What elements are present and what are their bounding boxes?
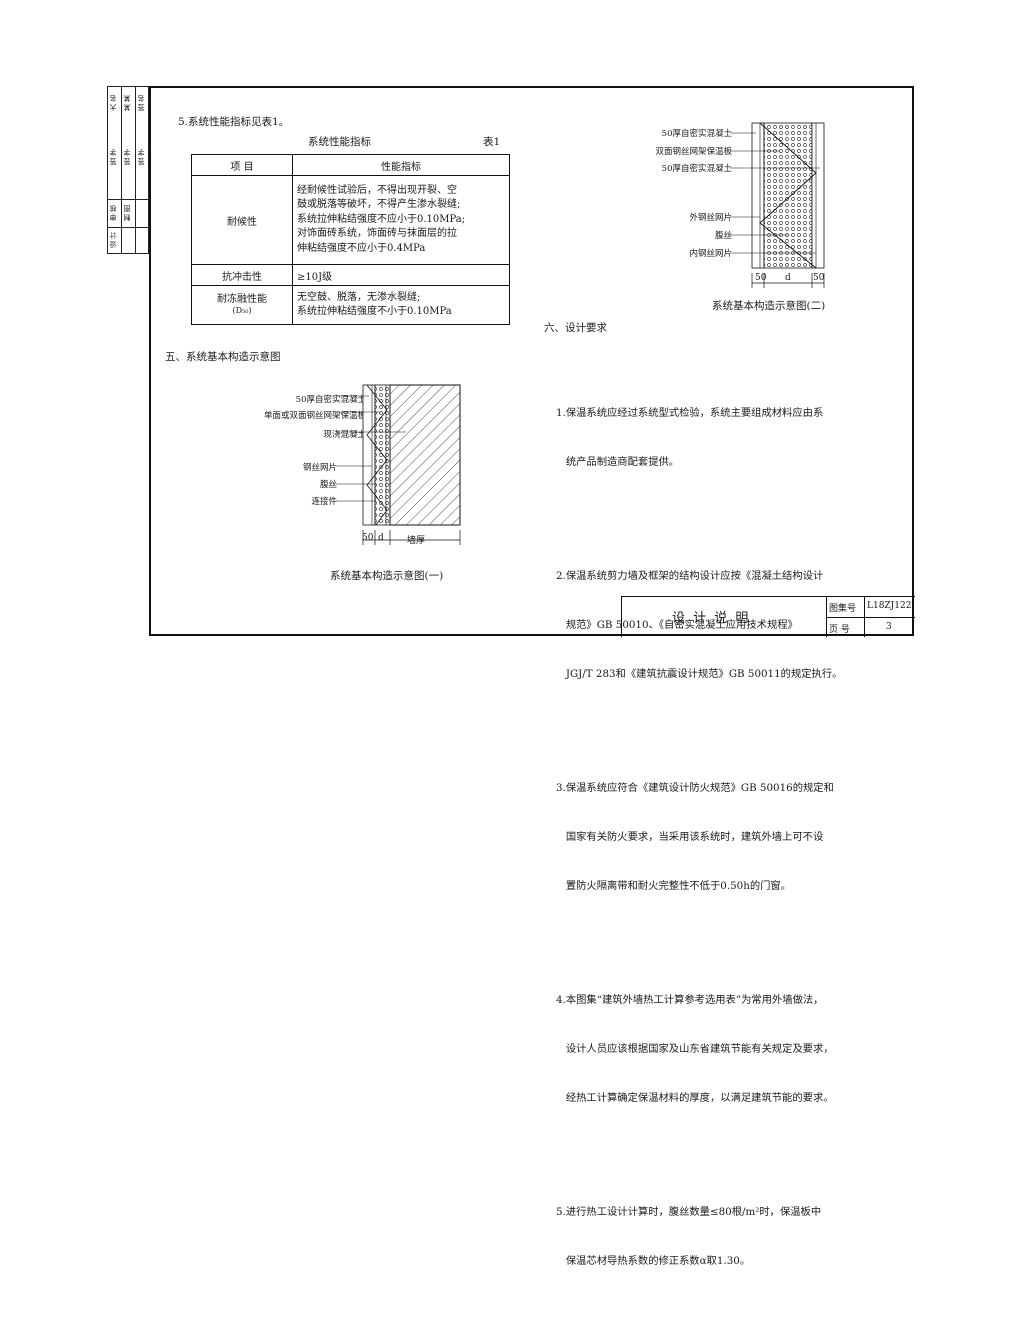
header-index: 性能指标 bbox=[292, 154, 510, 176]
list-line: 3.保温系统应符合《建筑设计防火规范》GB 50016的规定和 bbox=[556, 782, 834, 795]
header-item: 项 目 bbox=[191, 154, 293, 176]
drawing-frame bbox=[149, 86, 914, 636]
row-line: 鼓或脱落等破坏，不得产生渗水裂缝; bbox=[297, 199, 461, 211]
d2-layer-insulation bbox=[763, 122, 813, 269]
section6-heading: 六、设计要求 bbox=[544, 322, 607, 334]
signature-2: 某 某 bbox=[123, 95, 131, 112]
row-item: 抗冲击性 bbox=[191, 264, 293, 286]
title-block: 设 计 说 明 图集号 L18ZJ122 页 号 3 bbox=[621, 596, 915, 637]
row-line: 伸粘结强度不应小于0.4MPa bbox=[297, 242, 426, 254]
d1-dim-d: d bbox=[378, 533, 384, 543]
d2-label-web: 腹丝 bbox=[714, 231, 732, 241]
section6-list: 1.保温系统应经过系统型式检验，系统主要组成材料应由系 统产品制造商配套提供。 … bbox=[556, 340, 842, 1318]
row-value: 无空鼓、脱落，无渗水裂缝; 系统拉伸粘结强度不小于0.10MPa bbox=[292, 285, 510, 325]
row-value: 经耐候性试验后，不得出现开裂、空 鼓或脱落等破坏，不得产生渗水裂缝; 系统拉伸粘… bbox=[292, 175, 510, 265]
atlas-label: 图集号 bbox=[829, 604, 857, 614]
atlas-number: L18ZJ122 bbox=[867, 601, 912, 611]
row-line: ≥10J级 bbox=[297, 271, 333, 283]
performance-table: 项 目 性能指标 耐候性 经耐候性试验后，不得出现开裂、空 鼓或脱落等破坏，不得… bbox=[191, 154, 510, 325]
d1-layer-concrete bbox=[362, 384, 376, 526]
row-line: 系统拉伸粘结强度不小于0.10MPa bbox=[297, 306, 452, 317]
approval-sidebar: 审 核 设 计 制 图 大 名 某 某 签 名 签 字 签 字 签 字 bbox=[107, 86, 149, 254]
d1-label-concrete: 50厚自密实混凝土 bbox=[295, 395, 366, 405]
list-item: 4.本图集“建筑外墙热工计算参考选用表”为常用外墙做法， 设计人员应该根据国家及… bbox=[556, 959, 842, 1138]
d1-layer-wall bbox=[389, 384, 461, 526]
diagram-1 bbox=[336, 384, 461, 545]
list-line: 规范》GB 50010、《自密实混凝土应用技术规程》 bbox=[556, 619, 798, 632]
list-line: 5.进行热工设计计算时，腹丝数量≤80根/m²时，保温板中 bbox=[556, 1205, 822, 1218]
list-item: 2.保温系统剪力墙及框架的结构设计应按《混凝土结构设计 规范》GB 50010、… bbox=[556, 536, 842, 715]
row-item-name: 耐冻融性能 bbox=[217, 294, 267, 306]
d2-label-outer-mesh: 外钢丝网片 bbox=[689, 213, 732, 223]
diagram-section-heading: 五、系统基本构造示意图 bbox=[165, 351, 281, 363]
list-line: 保温芯材导热系数的修正系数α取1.30。 bbox=[556, 1254, 751, 1267]
sidebar-label-2: 设 计 bbox=[109, 232, 117, 249]
d1-label-web: 腹丝 bbox=[319, 480, 337, 490]
signature-6: 签 字 bbox=[137, 149, 145, 166]
list-line: 1.保温系统应经过系统型式检验，系统主要组成材料应由系 bbox=[556, 407, 824, 420]
d1-label-mesh: 钢丝网片 bbox=[302, 463, 337, 473]
signature-5: 签 字 bbox=[123, 149, 131, 166]
diagram-2 bbox=[730, 122, 825, 288]
d2-layer-concrete-in bbox=[811, 122, 825, 269]
list-line: 置防火隔离带和耐火完整性不低于0.50h的门窗。 bbox=[556, 879, 792, 892]
table-header-row: 项 目 性能指标 bbox=[191, 154, 510, 176]
d1-label-panel: 单面或双面钢丝网架保温板 bbox=[263, 411, 366, 421]
d2-dim-d: d bbox=[785, 273, 791, 283]
d2-label-concrete-1: 50厚自密实混凝土 bbox=[661, 129, 732, 139]
list-line: 2.保温系统剪力墙及框架的结构设计应按《混凝土结构设计 bbox=[556, 570, 824, 583]
d2-caption: 系统基本构造示意图(二) bbox=[712, 300, 826, 312]
d2-dim-50b: 50 bbox=[813, 273, 825, 283]
table-row: 耐冻融性能 (D₅₀) 无空鼓、脱落，无渗水裂缝; 系统拉伸粘结强度不小于0.1… bbox=[191, 285, 510, 325]
row-line: 对饰面砖系统，饰面砖与抹面层的拉 bbox=[297, 228, 457, 240]
list-line: 经热工计算确定保温材料的厚度，以满足建筑节能的要求。 bbox=[556, 1091, 834, 1104]
list-item: 1.保温系统应经过系统型式检验，系统主要组成材料应由系 统产品制造商配套提供。 bbox=[556, 373, 842, 503]
row-item-sub: (D₅₀) bbox=[232, 306, 252, 316]
section5-heading: 5.系统性能指标见表1。 bbox=[178, 116, 290, 128]
d2-label-concrete-2: 50厚自密实混凝土 bbox=[661, 164, 732, 174]
d1-label-cast: 现浇混凝土 bbox=[323, 430, 366, 440]
sidebar-label-1: 审 核 bbox=[109, 205, 117, 222]
row-line: 经耐候性试验后，不得出现开裂、空 bbox=[297, 184, 457, 196]
row-item: 耐冻融性能 (D₅₀) bbox=[191, 285, 293, 325]
page-number: 3 bbox=[886, 622, 892, 632]
row-value: ≥10J级 bbox=[292, 264, 510, 286]
table-caption: 系统性能指标 bbox=[308, 136, 371, 148]
signature-3: 签 名 bbox=[137, 95, 145, 112]
d1-dim-50: 50 bbox=[362, 533, 374, 543]
list-line: 4.本图集“建筑外墙热工计算参考选用表”为常用外墙做法， bbox=[556, 993, 824, 1006]
d2-label-inner-mesh: 内钢丝网片 bbox=[689, 249, 732, 259]
list-line: 国家有关防火要求，当采用该系统时，建筑外墙上可不设 bbox=[556, 830, 824, 843]
row-line: 无空鼓、脱落，无渗水裂缝; bbox=[297, 291, 421, 303]
table-number: 表1 bbox=[483, 136, 501, 148]
d1-caption: 系统基本构造示意图(一) bbox=[330, 570, 444, 582]
table-row: 抗冲击性 ≥10J级 bbox=[191, 264, 510, 286]
list-line: 统产品制造商配套提供。 bbox=[556, 456, 680, 469]
row-line: 系统拉伸粘结强度不应小于0.10MPa; bbox=[297, 213, 466, 225]
list-line: 设计人员应该根据国家及山东省建筑节能有关规定及要求， bbox=[556, 1042, 834, 1055]
list-item: 5.进行热工设计计算时，腹丝数量≤80根/m²时，保温板中 保温芯材导热系数的修… bbox=[556, 1171, 842, 1301]
d2-label-panel: 双面钢丝网架保温板 bbox=[655, 147, 732, 157]
d2-dim-50a: 50 bbox=[755, 273, 767, 283]
list-line: JGJ/T 283和《建筑抗震设计规范》GB 50011的规定执行。 bbox=[556, 667, 843, 680]
drawing-title: 设 计 说 明 bbox=[672, 611, 751, 626]
sidebar-label-3: 制 图 bbox=[123, 205, 131, 222]
signature-4: 签 字 bbox=[109, 149, 117, 166]
row-item: 耐候性 bbox=[191, 175, 293, 265]
d1-dim-wall: 墙厚 bbox=[407, 536, 426, 546]
page-label: 页 号 bbox=[829, 625, 850, 635]
d2-layer-concrete-out bbox=[751, 122, 765, 269]
d1-label-connector: 连接件 bbox=[311, 497, 337, 507]
signature-1: 大 名 bbox=[109, 95, 117, 112]
table-row: 耐候性 经耐候性试验后，不得出现开裂、空 鼓或脱落等破坏，不得产生渗水裂缝; 系… bbox=[191, 175, 510, 265]
list-item: 3.保温系统应符合《建筑设计防火规范》GB 50016的规定和 国家有关防火要求… bbox=[556, 747, 842, 926]
